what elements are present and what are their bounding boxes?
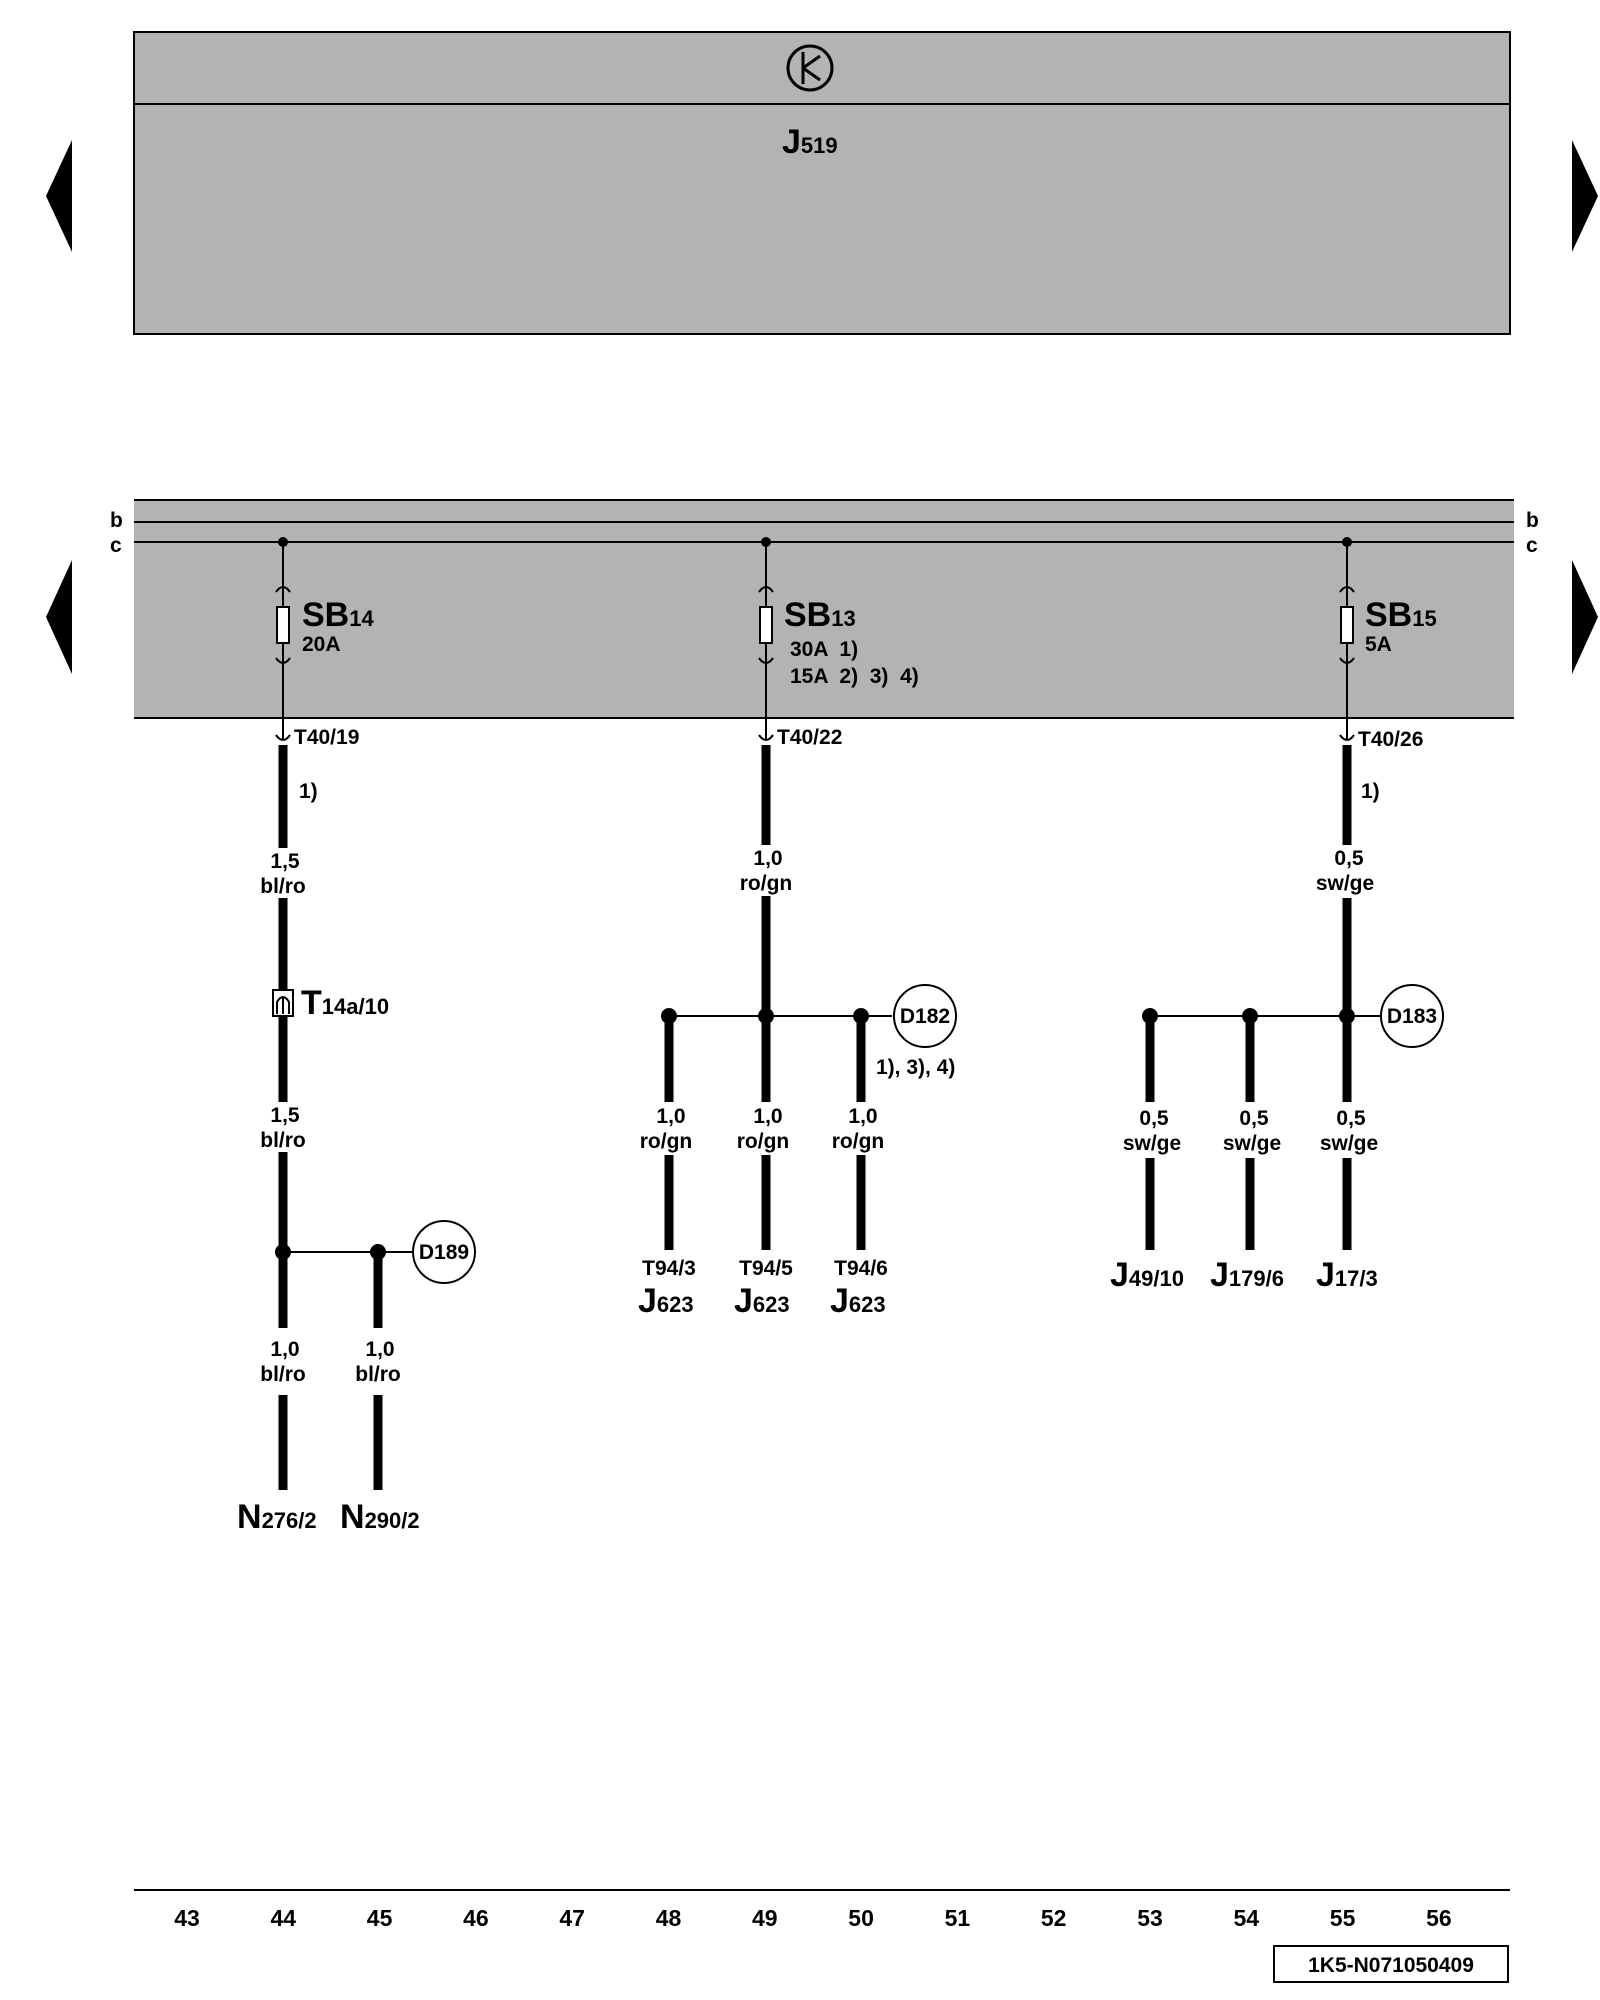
fuse-sb14-label: SB14: [302, 596, 374, 634]
wire-50-size: 1,0: [848, 1105, 877, 1128]
wire-44-mid-color: bl/ro: [260, 1129, 306, 1152]
module-label: J519: [782, 123, 838, 161]
fuse-sb14-output-pin: T40/19: [294, 726, 359, 749]
component-n276: N276/2: [237, 1498, 317, 1536]
component-j623-2: J623: [734, 1282, 790, 1320]
track-number-43: 43: [174, 1905, 200, 1931]
wire-49-color: ro/gn: [737, 1130, 790, 1153]
next-page-arrow-icon-2[interactable]: [1572, 560, 1598, 674]
component-n290: N290/2: [340, 1498, 420, 1536]
track-number-53: 53: [1137, 1905, 1163, 1931]
wire-49-top-color: ro/gn: [740, 872, 793, 895]
wire-45-bot-size: 1,0: [365, 1338, 394, 1361]
track-number-52: 52: [1041, 1905, 1067, 1931]
next-page-arrow-icon[interactable]: [1572, 140, 1598, 252]
wires-track-44-45: [278, 745, 383, 1490]
prev-page-arrow-icon[interactable]: [46, 140, 72, 252]
wire-44-footnote: 1): [299, 780, 318, 803]
track-number-51: 51: [945, 1905, 971, 1931]
wires-track-53-55: [1145, 745, 1352, 1250]
track-number-48: 48: [656, 1905, 682, 1931]
wire-48-size: 1,0: [656, 1105, 685, 1128]
track-number-46: 46: [463, 1905, 489, 1931]
track-number-55: 55: [1330, 1905, 1356, 1931]
splice-d182-label: D182: [900, 1005, 950, 1028]
pin-t94-3: T94/3: [642, 1257, 696, 1280]
wire-55-top-size: 0,5: [1334, 847, 1364, 870]
fuse-sb13-rating-1: 30A 1): [790, 638, 858, 661]
splice-d189-label: D189: [419, 1241, 469, 1264]
wire-50-color: ro/gn: [832, 1130, 885, 1153]
wire-54-color: sw/ge: [1223, 1132, 1281, 1155]
wire-44-top-color: bl/ro: [260, 875, 306, 898]
fuse-sb15-label: SB15: [1365, 596, 1437, 634]
doc-id-box: [1273, 1945, 1509, 1983]
prev-page-arrow-icon-2[interactable]: [46, 560, 72, 674]
fuse-sb13-rating-2: 15A 2) 3) 4): [790, 665, 919, 688]
wire-55-color: sw/ge: [1320, 1132, 1378, 1155]
pin-t94-6: T94/6: [834, 1257, 888, 1280]
fuse-sb15-output-pin: T40/26: [1358, 728, 1423, 751]
component-j179: J179/6: [1210, 1256, 1284, 1294]
pin-t94-5: T94/5: [739, 1257, 793, 1280]
wire-49-top-size: 1,0: [753, 847, 782, 870]
module-panel: [133, 31, 1511, 335]
fuse-sb14-rating: 20A: [302, 633, 341, 656]
splice-d183-label: D183: [1387, 1005, 1437, 1028]
connector-t14a-label: T14a/10: [301, 984, 389, 1022]
wire-48-color: ro/gn: [640, 1130, 693, 1153]
track-number-45: 45: [367, 1905, 393, 1931]
wire-44-top-size: 1,5: [270, 850, 300, 873]
wire-55-size: 0,5: [1336, 1107, 1366, 1130]
connector-t14a-icon: [272, 989, 294, 1017]
wire-53-size: 0,5: [1139, 1107, 1169, 1130]
wire-44-bot-size: 1,0: [270, 1338, 299, 1361]
track-number-44: 44: [271, 1905, 297, 1931]
track-number-49: 49: [752, 1905, 778, 1931]
component-j17: J17/3: [1316, 1256, 1378, 1294]
wire-44-mid-size: 1,5: [270, 1104, 300, 1127]
component-j623-3: J623: [830, 1282, 886, 1320]
wire-49-size: 1,0: [753, 1105, 782, 1128]
component-j623-1: J623: [638, 1282, 694, 1320]
splice-d183: [1142, 984, 1444, 1048]
fuse-sb13-output-pin: T40/22: [777, 726, 842, 749]
wire-55-top-color: sw/ge: [1316, 872, 1374, 895]
wire-54-size: 0,5: [1239, 1107, 1269, 1130]
fuse-sb15-rating: 5A: [1365, 633, 1392, 656]
splice-d182-note: 1), 3), 4): [876, 1056, 955, 1079]
wire-55-footnote: 1): [1361, 780, 1380, 803]
splice-d189: [275, 1220, 476, 1284]
wire-53-color: sw/ge: [1123, 1132, 1181, 1155]
bus-c-label-right: c: [1526, 534, 1538, 557]
doc-id: 1K5-N071050409: [1308, 1954, 1474, 1977]
wire-45-bot-color: bl/ro: [355, 1363, 401, 1386]
bus-c-label-left: c: [110, 534, 122, 557]
fuse-panel: [134, 500, 1514, 718]
fuse-sb14: [275, 537, 291, 741]
wire-44-bot-color: bl/ro: [260, 1363, 306, 1386]
track-number-47: 47: [559, 1905, 585, 1931]
splice-d182: [661, 984, 957, 1048]
fuse-sb13-label: SB13: [784, 596, 856, 634]
track-number-56: 56: [1426, 1905, 1452, 1931]
wires-track-48-50: [664, 745, 866, 1250]
bus-b-label-left: b: [110, 509, 123, 532]
current-track-numbers: 43 44 45 46 47 48 49 50 51 52 53 54 55 56: [174, 1905, 1451, 1931]
ground-symbol-icon: [786, 44, 834, 92]
track-number-50: 50: [848, 1905, 874, 1931]
bus-b-label-right: b: [1526, 509, 1539, 532]
track-number-54: 54: [1234, 1905, 1260, 1931]
fuse-sb13: [758, 537, 774, 741]
component-j49: J49/10: [1110, 1256, 1184, 1294]
fuse-sb15: [1339, 537, 1355, 741]
